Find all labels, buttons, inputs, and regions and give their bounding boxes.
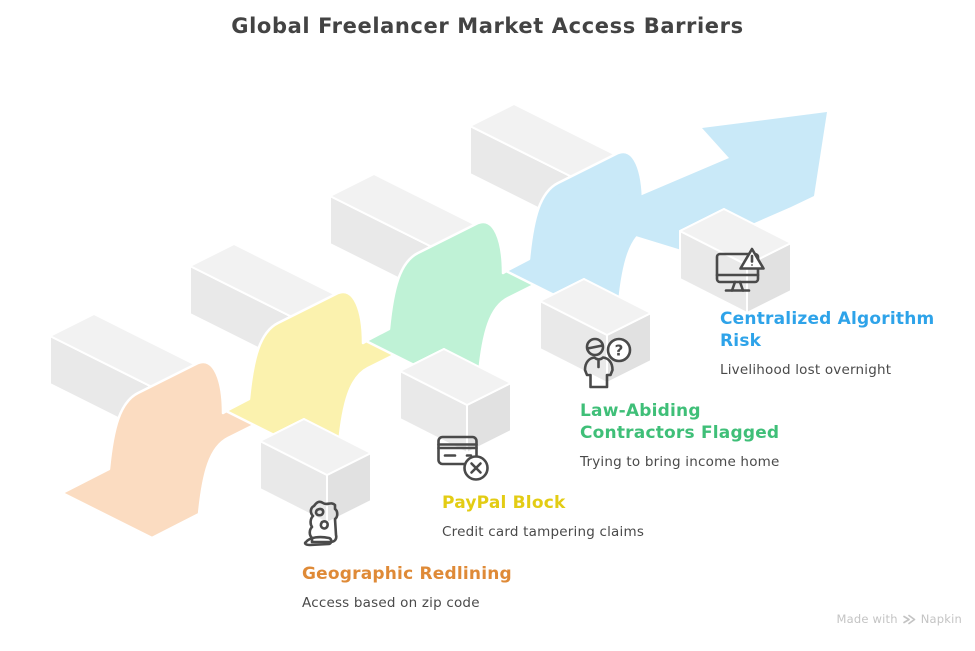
napkin-watermark: Made with Napkin — [837, 612, 963, 626]
hurdle-bar-1-lower — [259, 418, 372, 524]
blocked-credit-card-icon — [437, 435, 489, 481]
step-description-contractors-flagged: Trying to bring income home — [580, 454, 780, 470]
watermark-prefix: Made with — [836, 612, 898, 626]
page-title: Global Freelancer Market Access Barriers — [231, 14, 744, 38]
growth-arrow — [575, 112, 827, 252]
hurdle-bar-2-lower — [399, 348, 512, 454]
step-description-algorithm-risk: Livelihood lost overnight — [720, 362, 892, 378]
step-label-algorithm-risk: Centralized Algorithm Risk — [720, 309, 935, 351]
step-label-geographic-redlining: Geographic Redlining — [302, 564, 512, 584]
watermark-brand: Napkin — [920, 612, 962, 626]
monitor-warning-icon — [715, 247, 765, 292]
step-label-contractors-flagged: Law-Abiding Contractors Flagged — [580, 401, 780, 443]
step-description-geographic-redlining: Access based on zip code — [302, 595, 480, 611]
step-label-paypal-block: PayPal Block — [442, 493, 566, 513]
map-scroll-icon — [303, 500, 339, 547]
napkin-logo-icon — [902, 614, 916, 624]
unknown-person-icon: ? — [583, 337, 632, 389]
svg-text:?: ? — [615, 342, 624, 360]
step-description-paypal-block: Credit card tampering claims — [442, 524, 645, 540]
